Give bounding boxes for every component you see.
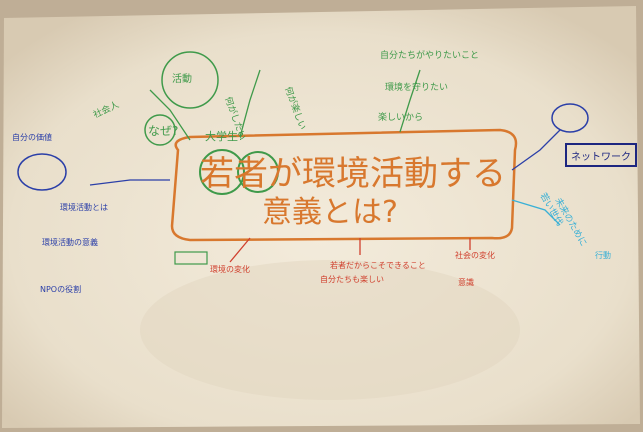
note-katsudou: 活動	[172, 72, 192, 85]
central-topic-line2: 意義とは?	[262, 195, 398, 230]
central-frame	[170, 128, 518, 242]
highlight-circle-1	[199, 149, 245, 195]
small-green-box	[174, 251, 208, 265]
network-box	[565, 143, 637, 167]
highlight-circle-2	[237, 151, 279, 193]
note-ishiki: 意識	[458, 277, 474, 287]
central-topic-line1: 若者が環境活動する	[200, 154, 506, 194]
bubble-naze	[144, 114, 176, 146]
network-label: ネットワーク	[571, 151, 631, 163]
note-henka-kankyo: 環境の変化	[210, 264, 250, 274]
paper-shadow	[140, 260, 520, 400]
note-kachi: 自分の価値	[12, 132, 52, 142]
bottom-branch: 若者だからこそできること 自分たちも楽しい 環境の変化 社会の変化 意識	[174, 250, 495, 287]
note-igi: 環境活動の意義	[42, 237, 98, 247]
bubble-right	[551, 103, 589, 133]
bubble-top-left	[161, 51, 219, 109]
note-toha: 環境活動とは	[60, 202, 108, 212]
note-npo: NPOの役割	[40, 284, 81, 294]
note-koudou: 行動	[595, 250, 611, 260]
left-branch: 自分の価値 環境活動とは 環境活動の意義 NPOの役割	[12, 132, 108, 294]
note-tanoshii-too: 自分たちも楽しい	[320, 274, 384, 284]
note-wakamono: 若者だからこそできること	[330, 260, 426, 270]
note-mamoritai: 環境を守りたい	[385, 81, 448, 93]
note-tanoshii: 楽しいから	[378, 111, 423, 123]
note-yaritai: 自分たちがやりたいこと	[380, 49, 479, 61]
connector-lines	[89, 69, 561, 263]
note-daigakusei: 大学生?	[205, 129, 244, 143]
bubble-left	[17, 153, 67, 191]
note-henka-shakai: 社会の変化	[455, 250, 495, 260]
note-naze: なぜ?	[148, 124, 178, 138]
